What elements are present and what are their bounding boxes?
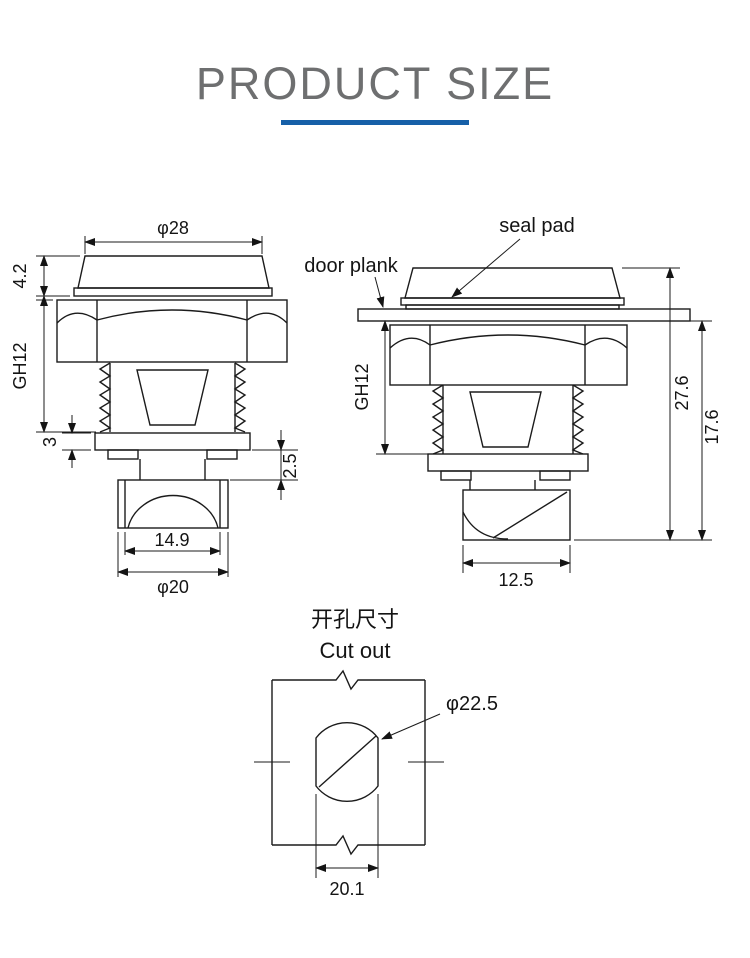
seal-pad-label: seal pad [499,215,575,237]
door-plank-label: door plank [304,255,398,277]
dim-grip-height: 17.6 [690,320,722,541]
double-d-hole [315,721,379,803]
dim-label-12-5: 12.5 [498,570,533,590]
dim-phi20: φ20 [117,532,229,597]
door-plank-callout: door plank [304,255,399,308]
dim-collar-height: 3 [40,415,91,468]
cutout-title-cn: 开孔尺寸 [311,607,399,632]
cap [400,267,625,306]
panel-section [254,669,444,856]
cam-trapezoid [136,369,209,426]
collar [427,453,589,490]
dim-label-gh12: GH12 [10,342,30,389]
hex-nut [389,324,628,386]
front-view-drawing: φ28 4.2 GH12 3 2.5 [10,218,300,597]
dim-label-phi20: φ20 [157,577,189,597]
dim-label-17-6: 17.6 [702,409,722,444]
dim-body-height: GH12 [10,295,96,433]
dim-label-20-1: 20.1 [329,879,364,899]
cap [73,255,273,297]
latch-cam [117,479,229,529]
dim-label-4-2: 4.2 [10,263,30,288]
dim-label-27-6: 27.6 [672,375,692,410]
title-underline [281,120,469,125]
dim-label-phi22-5: φ22.5 [446,693,498,715]
collar [94,432,251,480]
dim-latch-width: 14.9 [124,530,221,555]
cutout-drawing: 开孔尺寸 Cut out φ22.5 20.1 [254,607,498,899]
dim-label-gh12: GH12 [352,363,372,410]
thread-section [98,362,247,433]
dim-label-14-9: 14.9 [154,530,189,550]
dim-label-3: 3 [40,437,60,447]
hex-nut [56,299,288,363]
mounted-view-drawing: seal pad door plank GH12 27.6 17.6 [304,215,722,590]
dim-gap: 2.5 [230,430,300,500]
door-plank-plate [357,308,691,322]
dim-cap-height: 4.2 [10,255,80,297]
thread-section [431,384,585,455]
dim-total-height: 27.6 [574,267,712,541]
dim-phi28: φ28 [84,218,263,254]
dim-flat-width: 20.1 [315,794,379,899]
dim-hole-dia: φ22.5 [381,693,498,740]
page-title: PRODUCT SIZE [195,58,555,109]
latch-cam [462,489,571,541]
dim-body-height: GH12 [352,320,430,455]
dim-latch-width: 12.5 [462,545,571,590]
dim-label-phi28: φ28 [157,218,189,238]
dim-label-2-5: 2.5 [280,453,300,478]
seal-pad-callout: seal pad [451,215,575,298]
cutout-title-en: Cut out [320,638,391,663]
cam-trapezoid [469,391,542,448]
